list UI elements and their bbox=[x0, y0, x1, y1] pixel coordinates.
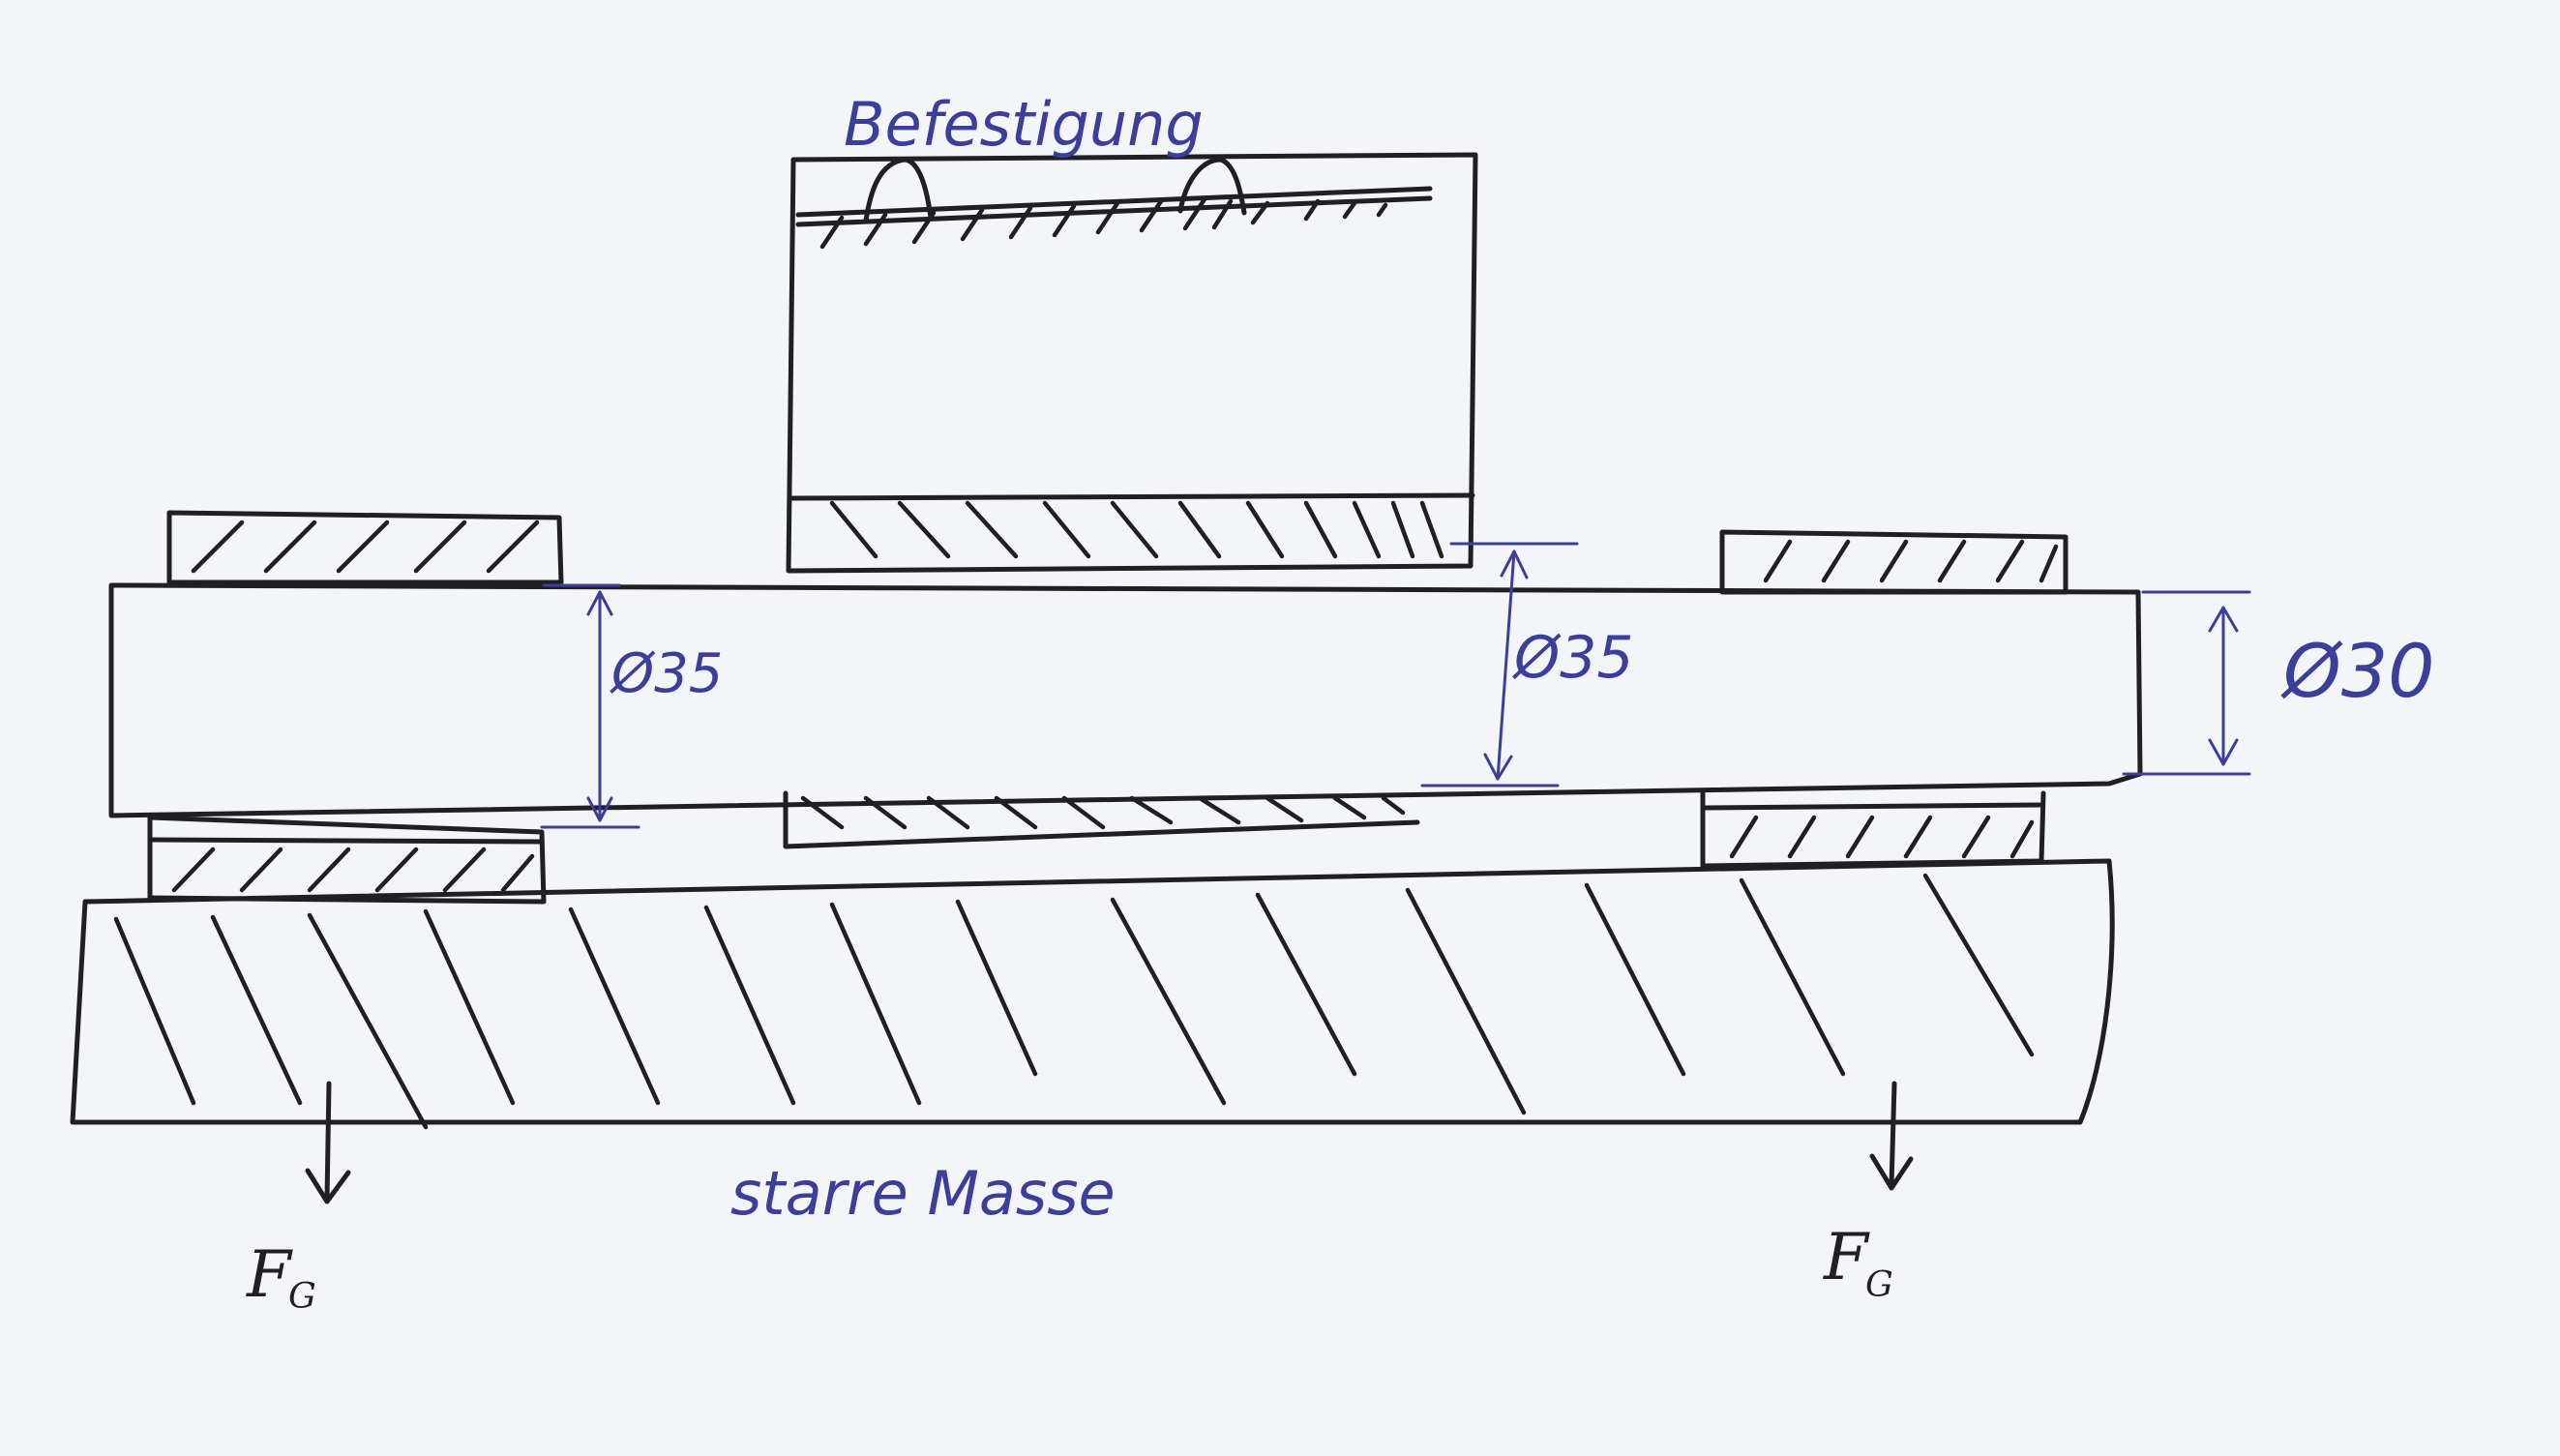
dimension-left-label: Ø35 bbox=[610, 642, 723, 705]
force-label-right: F G bbox=[1823, 1220, 1893, 1305]
right-lower-bushing bbox=[1700, 790, 2046, 869]
force-arrow-left bbox=[305, 1081, 351, 1204]
left-lower-bushing bbox=[147, 815, 547, 905]
mounting-housing bbox=[786, 152, 1478, 574]
force-label-left: F G bbox=[246, 1237, 316, 1317]
left-upper-bushing bbox=[166, 510, 564, 585]
force-symbol-left: F bbox=[246, 1237, 293, 1312]
dimension-right bbox=[2122, 590, 2251, 776]
force-symbol-right: F bbox=[1823, 1220, 1870, 1294]
rigid-mass-label: starre Masse bbox=[730, 1158, 1116, 1229]
dimension-right-label: Ø30 bbox=[2280, 628, 2435, 714]
dimension-middle-label: Ø35 bbox=[1511, 624, 1634, 692]
dimension-middle bbox=[1420, 542, 1579, 787]
mounting-label: Befestigung bbox=[844, 89, 1204, 160]
force-subscript-right: G bbox=[1865, 1265, 1893, 1305]
middle-lower-bushing bbox=[783, 790, 1420, 849]
dimension-left bbox=[540, 583, 640, 829]
force-subscript-left: G bbox=[288, 1277, 316, 1317]
mounting-clamp-right bbox=[1177, 157, 1247, 216]
mounting-clamp-left bbox=[863, 157, 934, 223]
right-upper-bushing bbox=[1719, 529, 2069, 595]
shaft bbox=[108, 582, 2143, 818]
force-arrow-right bbox=[1869, 1081, 1914, 1191]
rigid-mass-base bbox=[70, 858, 2115, 1130]
